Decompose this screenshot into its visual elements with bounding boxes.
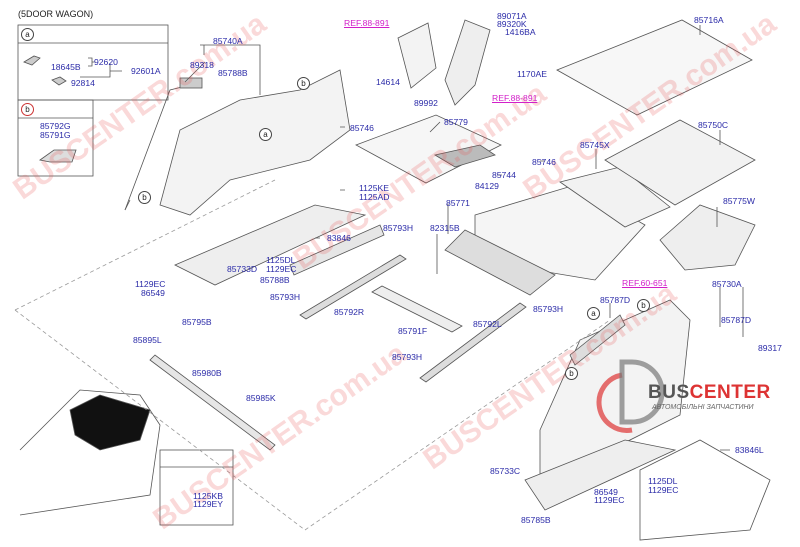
- marker-a: a: [259, 128, 272, 141]
- part-label[interactable]: 1170AE: [517, 69, 547, 79]
- luggage-board: [556, 19, 753, 116]
- part-label[interactable]: 85788B: [260, 275, 290, 285]
- part-label[interactable]: 1129EC: [135, 279, 166, 289]
- part-label[interactable]: 83846L: [735, 445, 764, 455]
- part-label[interactable]: 85771: [446, 198, 470, 208]
- part-label[interactable]: 85716A: [694, 15, 724, 25]
- part-label[interactable]: 85787D: [721, 315, 752, 325]
- part-label[interactable]: 92814: [71, 78, 95, 88]
- part-label[interactable]: 85793H: [392, 352, 423, 362]
- car-trunk-highlight: [69, 394, 151, 451]
- marker-b: b: [21, 103, 34, 116]
- marker-b: b: [297, 77, 310, 90]
- part-label[interactable]: 85792L: [473, 319, 502, 329]
- ref-link[interactable]: REF.60-651: [622, 278, 668, 288]
- part-label[interactable]: 85792G: [40, 121, 71, 131]
- part-label[interactable]: 89318: [190, 60, 214, 70]
- part-label[interactable]: 18645B: [51, 62, 81, 72]
- part-label[interactable]: 1129EC: [648, 485, 679, 495]
- part-label[interactable]: 89992: [414, 98, 438, 108]
- ref-link[interactable]: REF.88-891: [344, 18, 390, 28]
- part-label[interactable]: 85895L: [133, 335, 162, 345]
- logo-subtitle: АВТОМОБІЛЬНІ ЗАПЧАСТИНИ: [652, 404, 754, 411]
- logo-name: BUSCENTER: [648, 382, 771, 403]
- part-label[interactable]: 85795B: [182, 317, 212, 327]
- handle-icon: [39, 149, 77, 163]
- part-label[interactable]: 85985K: [246, 393, 276, 403]
- marker-a: a: [21, 28, 34, 41]
- part-label[interactable]: 1129EC: [594, 495, 625, 505]
- part-label[interactable]: 92620: [94, 57, 118, 67]
- part-label[interactable]: 83846: [327, 233, 351, 243]
- part-label[interactable]: 89071A: [497, 11, 527, 21]
- part-label[interactable]: 1125AD: [359, 192, 390, 202]
- part-label[interactable]: 14614: [376, 77, 400, 87]
- marker-b: b: [637, 299, 650, 312]
- part-label[interactable]: 85750C: [698, 120, 729, 130]
- part-label[interactable]: 1416BA: [505, 27, 536, 37]
- part-label[interactable]: 85746: [350, 123, 374, 133]
- part-label[interactable]: 85793H: [533, 304, 564, 314]
- part-label[interactable]: 85792R: [334, 307, 365, 317]
- part-label[interactable]: 1125DL: [266, 255, 296, 265]
- part-label[interactable]: 85785B: [521, 515, 551, 525]
- tonneau-cover: [149, 354, 276, 451]
- part-label[interactable]: 85779: [444, 117, 468, 127]
- part-label[interactable]: 89320K: [497, 19, 527, 29]
- part-label[interactable]: 85793H: [383, 223, 414, 233]
- part-label[interactable]: 1129EY: [193, 499, 223, 509]
- lamp-icon: [23, 55, 41, 66]
- part-label[interactable]: 1125KB: [193, 491, 223, 501]
- part-label[interactable]: 85746: [532, 157, 556, 167]
- part-label[interactable]: 85793H: [270, 292, 301, 302]
- part-label[interactable]: 85775W: [723, 196, 756, 206]
- part-label[interactable]: 85740A: [213, 36, 243, 46]
- part-label[interactable]: 85744: [492, 170, 516, 180]
- part-label[interactable]: 1125DL: [648, 476, 678, 486]
- part-label[interactable]: 85733D: [227, 264, 258, 274]
- part-label[interactable]: 85788B: [218, 68, 248, 78]
- part-label[interactable]: 1125KE: [359, 183, 389, 193]
- marker-a: a: [587, 307, 600, 320]
- cargo-net: [355, 114, 502, 184]
- part-label[interactable]: 89317: [758, 343, 782, 353]
- part-label[interactable]: 1129EC: [266, 264, 297, 274]
- part-label[interactable]: 85791G: [40, 130, 71, 140]
- part-label[interactable]: 85730A: [712, 279, 742, 289]
- part-label[interactable]: 85745X: [580, 140, 610, 150]
- marker-b: b: [138, 191, 151, 204]
- part-label[interactable]: 85733C: [490, 466, 521, 476]
- inset-box-bolt: [159, 449, 234, 526]
- diagram-title: (5DOOR WAGON): [18, 9, 94, 19]
- part-label[interactable]: 85787D: [600, 295, 631, 305]
- part-label[interactable]: 85980B: [192, 368, 222, 378]
- marker-b: b: [565, 367, 578, 380]
- part-label[interactable]: 92601A: [131, 66, 161, 76]
- ref-link[interactable]: REF.88-891: [492, 93, 538, 103]
- part-label[interactable]: 82315B: [430, 223, 460, 233]
- inset-box-b: [17, 99, 94, 177]
- part-label[interactable]: 86549: [141, 288, 165, 298]
- part-label[interactable]: 84129: [475, 181, 499, 191]
- left-side-trim: [159, 69, 351, 216]
- part-label[interactable]: 86549: [594, 487, 618, 497]
- part-label[interactable]: 85791F: [398, 326, 428, 336]
